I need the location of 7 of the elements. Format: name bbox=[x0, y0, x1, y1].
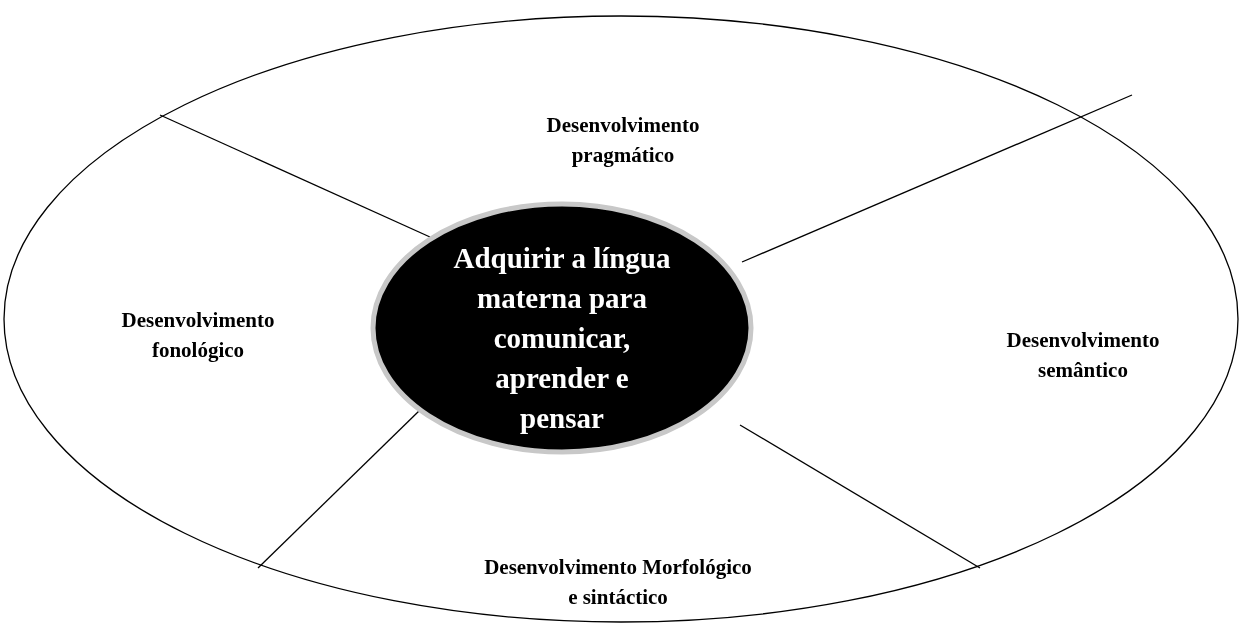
center-text: Adquirir a língua materna para comunicar, aprender e pensar bbox=[452, 241, 672, 436]
sector-label: Desenvolvimento pragmático bbox=[528, 110, 718, 170]
outer-ellipse bbox=[3, 15, 1239, 623]
sector-label: Desenvolvimento fonológico bbox=[98, 305, 298, 365]
sector-label: Desenvolvimento semântico bbox=[983, 325, 1183, 385]
sector-label: Desenvolvimento Morfológico e sintáctico bbox=[483, 552, 753, 612]
center-ellipse bbox=[370, 201, 754, 455]
